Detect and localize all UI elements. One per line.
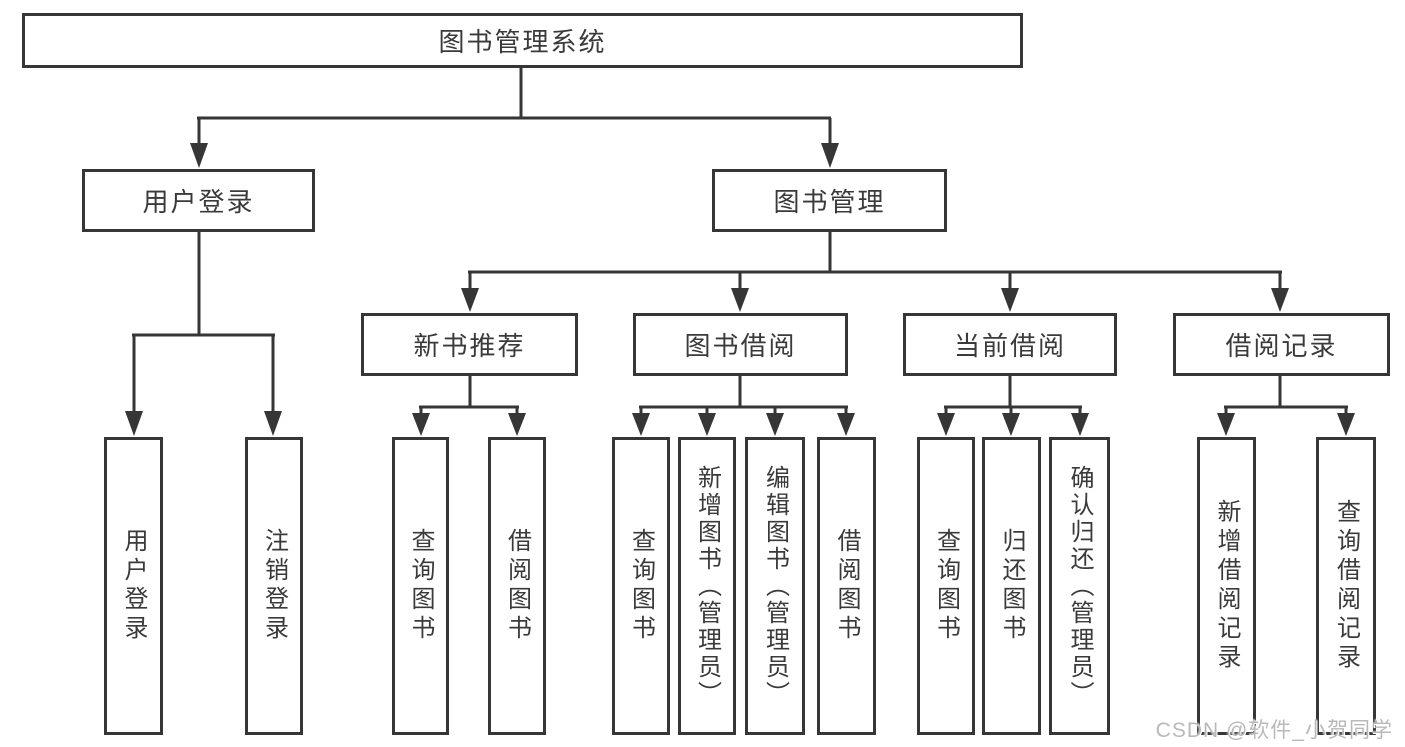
node-new-book-recommend: 新书推荐: [361, 313, 578, 376]
node-book-borrowing: 图书借阅: [633, 313, 848, 376]
leaf-nbr-query-books: 查询图书: [392, 437, 449, 735]
node-current-borrowing: 当前借阅: [903, 313, 1117, 376]
leaf-cb-confirm-return-admin: 确认归还（管理员）: [1049, 437, 1110, 735]
node-borrowing-records: 借阅记录: [1173, 313, 1390, 376]
leaf-cb-return-books: 归还图书: [982, 437, 1041, 735]
leaf-bb-query-books: 查询图书: [612, 437, 670, 735]
leaf-bb-add-books-admin: 新增图书（管理员）: [678, 437, 736, 735]
leaf-user-login: 用户登录: [104, 437, 163, 735]
leaf-br-query-record: 查询借阅记录: [1316, 437, 1376, 735]
csdn-watermark: CSDN @软件_小贺同学: [1155, 719, 1393, 742]
leaf-nbr-borrow-books: 借阅图书: [488, 437, 546, 735]
node-book-management: 图书管理: [712, 169, 947, 232]
node-root-system: 图书管理系统: [22, 13, 1023, 68]
leaf-bb-edit-books-admin: 编辑图书（管理员）: [745, 437, 805, 735]
leaf-bb-borrow-books: 借阅图书: [817, 437, 876, 735]
leaf-logout: 注销登录: [245, 437, 303, 735]
node-user-login: 用户登录: [82, 169, 315, 232]
leaf-br-add-record: 新增借阅记录: [1197, 437, 1256, 735]
leaf-cb-query-books: 查询图书: [917, 437, 975, 735]
